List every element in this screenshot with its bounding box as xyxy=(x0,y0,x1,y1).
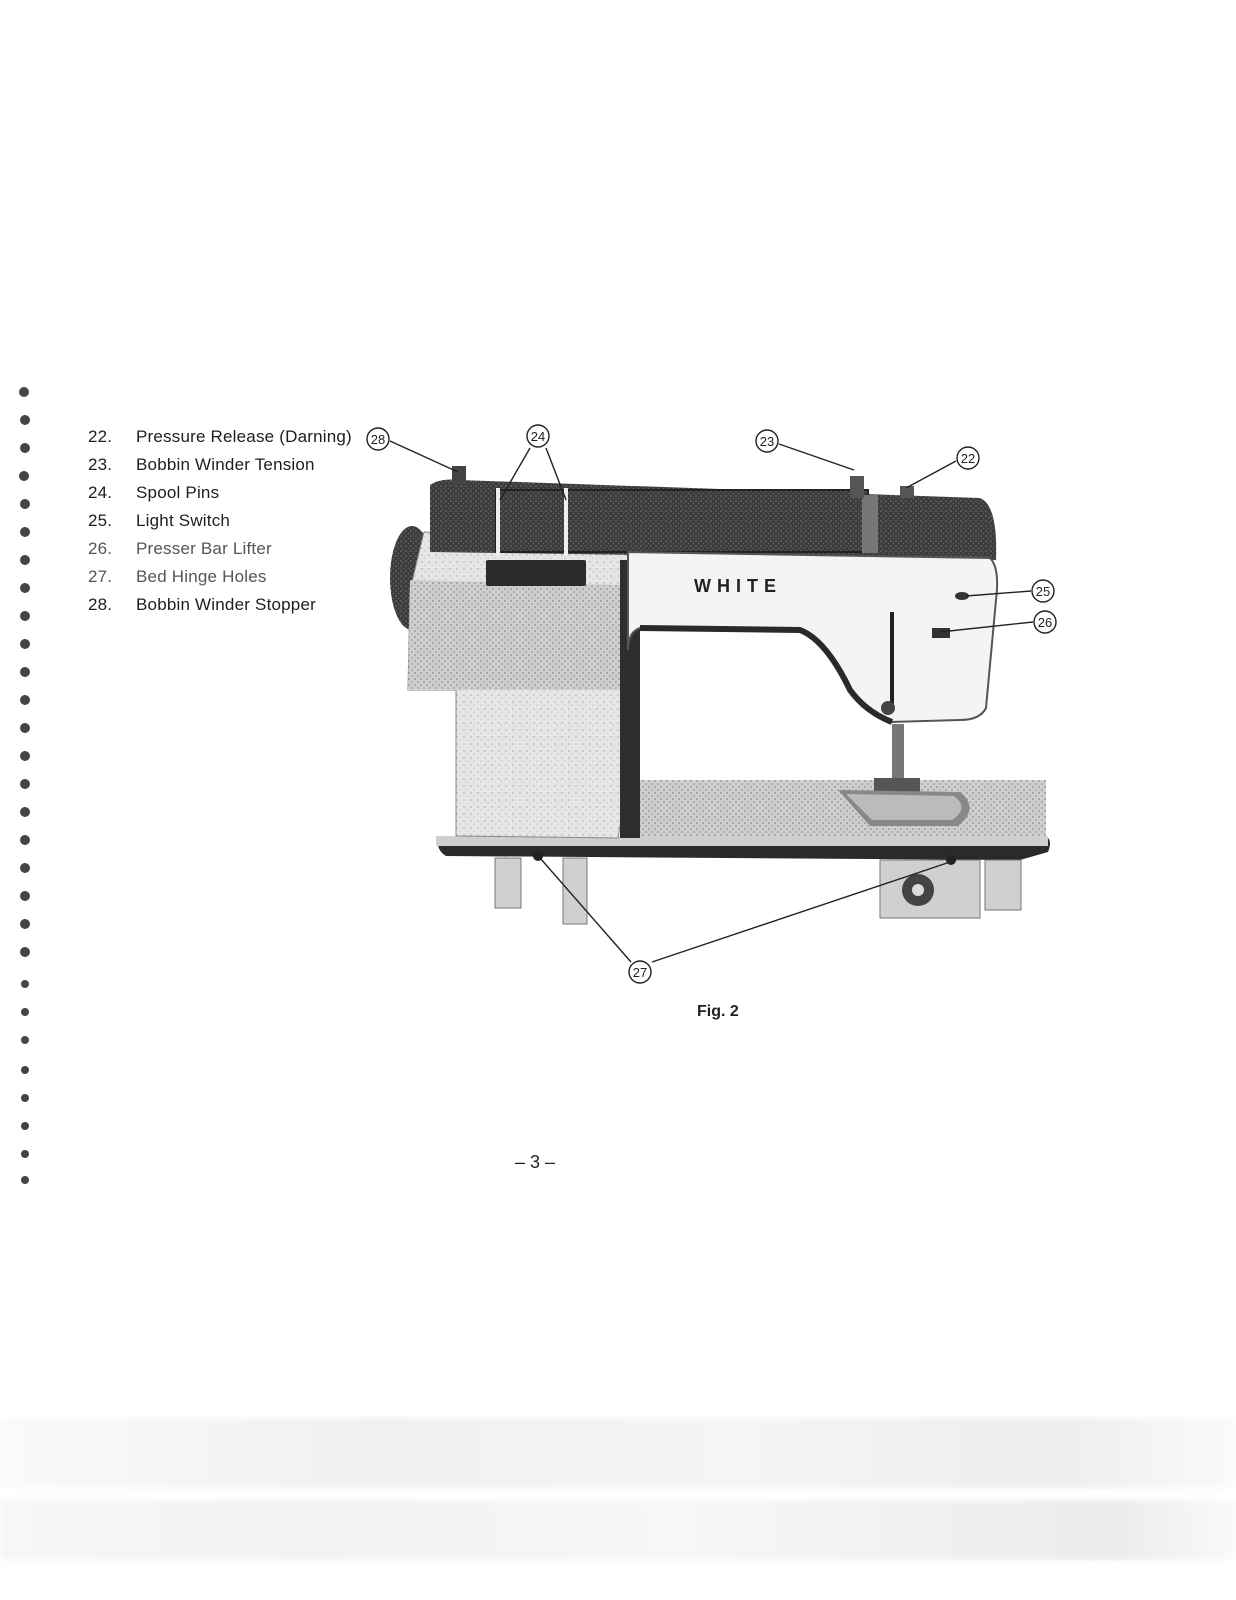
legend-label: Bobbin Winder Stopper xyxy=(136,595,316,614)
legend-number: 22. xyxy=(88,427,113,446)
machine-feet xyxy=(494,857,1022,925)
legend-item: 28. Bobbin Winder Stopper xyxy=(88,591,378,619)
legend-item: 22. Pressure Release (Darning) xyxy=(88,423,378,451)
callout-number: 26 xyxy=(1038,615,1052,630)
legend-label: Bed Hinge Holes xyxy=(136,567,267,586)
legend-number: 24. xyxy=(88,483,113,502)
callout-number: 28 xyxy=(371,432,385,447)
light-switch xyxy=(955,592,969,600)
machine-brand-label: WHITE xyxy=(694,576,782,596)
legend-number: 25. xyxy=(88,511,113,530)
binding-holes-decoration xyxy=(19,387,30,1184)
legend-number: 27. xyxy=(88,567,113,586)
callout-26: 26 xyxy=(1033,610,1057,634)
parts-legend: 22. Pressure Release (Darning) 23. Bobbi… xyxy=(88,423,378,619)
scan-noise-band xyxy=(0,1500,1236,1560)
callout-number: 22 xyxy=(961,451,975,466)
sewing-machine-figure: WHITE 28 24 23 xyxy=(366,424,1057,984)
legend-label: Light Switch xyxy=(136,511,231,530)
presser-bar-lifter xyxy=(932,628,950,638)
callout-25: 25 xyxy=(1031,579,1055,603)
legend-item: 27. Bed Hinge Holes xyxy=(88,563,378,591)
callout-22: 22 xyxy=(956,446,980,470)
legend-item: 24. Spool Pins xyxy=(88,479,378,507)
callout-number: 24 xyxy=(531,429,545,444)
legend-label: Pressure Release (Darning) xyxy=(136,427,352,446)
scan-noise-band xyxy=(0,1418,1236,1488)
callout-27: 27 xyxy=(628,960,652,984)
callout-leaders xyxy=(389,440,1034,963)
legend-label: Spool Pins xyxy=(136,483,220,502)
legend-number: 23. xyxy=(88,455,113,474)
callout-number: 23 xyxy=(760,434,774,449)
legend-number: 28. xyxy=(88,595,113,614)
figure-caption: Fig. 2 xyxy=(697,1003,739,1020)
presser-foot xyxy=(892,724,904,794)
callout-24: 24 xyxy=(526,424,550,448)
spool-pin-bracket xyxy=(486,560,586,586)
callout-number: 25 xyxy=(1036,584,1050,599)
callout-number: 27 xyxy=(633,965,647,980)
legend-item: 25. Light Switch xyxy=(88,507,378,535)
bobbin-winder-stopper xyxy=(452,466,466,484)
legend-item: 23. Bobbin Winder Tension xyxy=(88,451,378,479)
page-number: – 3 – xyxy=(515,1152,556,1172)
legend-label: Presser Bar Lifter xyxy=(136,539,272,558)
callout-28: 28 xyxy=(366,427,390,451)
bed-top-surface xyxy=(628,780,1046,840)
bobbin-winder-tension xyxy=(850,476,864,498)
pressure-release xyxy=(900,486,914,498)
legend-number: 26. xyxy=(88,539,113,558)
legend-item: 26. Presser Bar Lifter xyxy=(88,535,378,563)
bed-plate-front xyxy=(436,836,1048,846)
legend-label: Bobbin Winder Tension xyxy=(136,455,315,474)
callout-23: 23 xyxy=(755,429,779,453)
